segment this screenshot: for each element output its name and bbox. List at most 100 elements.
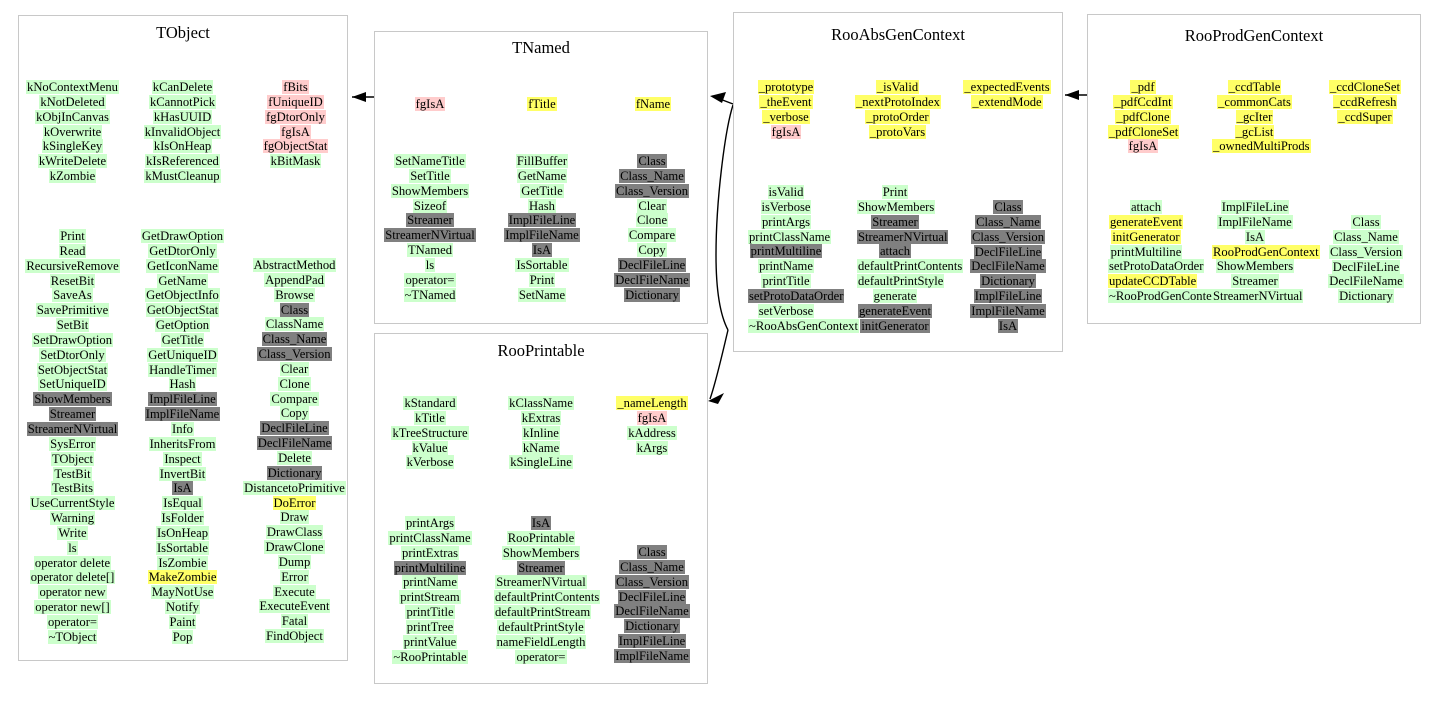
member-item[interactable]: printArgs bbox=[748, 214, 824, 230]
member-item[interactable]: Pop bbox=[130, 629, 235, 645]
member-item[interactable]: printClassName bbox=[748, 229, 832, 245]
member-item[interactable]: kArgs bbox=[606, 440, 698, 456]
member-item[interactable]: kHasUUID bbox=[130, 109, 235, 125]
member-item[interactable]: printClassName bbox=[383, 530, 477, 546]
member-item[interactable]: ImplFileLine bbox=[966, 289, 1050, 304]
member-item[interactable]: TObject bbox=[20, 451, 125, 467]
member-item[interactable]: kAddress bbox=[606, 425, 698, 441]
member-item[interactable]: generateEvent bbox=[1108, 214, 1184, 230]
member-item[interactable]: AbstractMethod bbox=[241, 258, 348, 273]
member-item[interactable]: MakeZombie bbox=[130, 570, 235, 585]
member-item[interactable]: operator delete bbox=[20, 555, 125, 571]
member-item[interactable]: printName bbox=[383, 575, 477, 590]
member-item[interactable]: _pdf bbox=[1108, 80, 1178, 95]
member-item[interactable]: DeclFileLine bbox=[241, 421, 348, 436]
member-item[interactable]: IsA bbox=[494, 516, 588, 531]
member-item[interactable]: setProtoDataOrder bbox=[1108, 259, 1205, 274]
member-item[interactable]: Print bbox=[20, 229, 125, 244]
member-item[interactable]: kIsOnHeap bbox=[130, 139, 235, 154]
member-item[interactable]: Hash bbox=[497, 198, 587, 214]
member-item[interactable]: kValue bbox=[383, 440, 477, 456]
member-item[interactable]: DeclFileLine bbox=[966, 244, 1050, 260]
member-item[interactable]: Browse bbox=[241, 287, 348, 303]
member-item[interactable]: kNotDeleted bbox=[20, 94, 125, 110]
member-item[interactable]: printTree bbox=[383, 619, 477, 635]
member-item[interactable]: RecursiveRemove bbox=[20, 258, 125, 274]
member-item[interactable]: IsA bbox=[497, 243, 587, 258]
member-item[interactable]: ImplFileName bbox=[606, 648, 698, 664]
member-item[interactable]: IsA bbox=[966, 318, 1050, 334]
member-item[interactable]: _gcIter bbox=[1212, 109, 1297, 125]
member-item[interactable]: Streamer bbox=[383, 213, 477, 228]
member-item[interactable]: GetOption bbox=[130, 318, 235, 333]
member-item[interactable]: SaveAs bbox=[20, 288, 125, 303]
member-item[interactable]: ResetBit bbox=[20, 273, 125, 289]
member-item[interactable]: Class bbox=[241, 302, 348, 318]
member-item[interactable]: kIsReferenced bbox=[130, 154, 235, 169]
member-item[interactable]: _theEvent bbox=[748, 94, 824, 110]
member-item[interactable]: kExtras bbox=[494, 410, 588, 426]
member-item[interactable]: Notify bbox=[130, 600, 235, 615]
member-item[interactable]: Dictionary bbox=[606, 619, 698, 634]
member-item[interactable]: operator= bbox=[383, 272, 477, 288]
member-item[interactable]: DeclFileName bbox=[1325, 274, 1407, 289]
member-item[interactable]: ShowMembers bbox=[1212, 259, 1298, 274]
member-item[interactable]: ImplFileLine bbox=[606, 634, 698, 649]
member-item[interactable]: GetObjectInfo bbox=[130, 288, 235, 303]
member-item[interactable]: fgObjectStat bbox=[243, 139, 348, 154]
member-item[interactable]: kInline bbox=[494, 425, 588, 441]
member-item[interactable]: updateCCDTable bbox=[1108, 274, 1198, 289]
member-item[interactable]: Class bbox=[1325, 215, 1407, 230]
member-item[interactable]: printValue bbox=[383, 634, 477, 650]
member-item[interactable]: SavePrimitive bbox=[20, 303, 125, 318]
member-item[interactable]: AppendPad bbox=[241, 272, 348, 288]
member-item[interactable]: IsOnHeap bbox=[130, 525, 235, 541]
member-item[interactable]: DeclFileName bbox=[606, 272, 698, 288]
member-item[interactable]: SetUniqueID bbox=[20, 377, 125, 392]
member-item[interactable]: IsA bbox=[130, 481, 235, 496]
member-item[interactable]: SetDtorOnly bbox=[20, 347, 125, 363]
member-item[interactable]: defaultPrintContents bbox=[494, 590, 601, 605]
member-item[interactable]: operator= bbox=[20, 614, 125, 630]
member-item[interactable]: DeclFileName bbox=[966, 259, 1050, 274]
member-item[interactable]: fgIsA bbox=[243, 124, 348, 140]
member-item[interactable]: Print bbox=[857, 185, 933, 200]
member-item[interactable]: fgIsA bbox=[748, 124, 824, 140]
member-item[interactable]: ~TNamed bbox=[383, 287, 477, 303]
member-item[interactable]: Streamer bbox=[494, 560, 588, 576]
member-item[interactable]: _pdfCloneSet bbox=[1108, 124, 1180, 140]
member-item[interactable]: SetBit bbox=[20, 318, 125, 333]
member-item[interactable]: ImplFileName bbox=[966, 303, 1050, 319]
member-item[interactable]: Class bbox=[966, 200, 1050, 215]
member-item[interactable]: IsZombie bbox=[130, 555, 235, 571]
member-item[interactable]: Info bbox=[130, 421, 235, 437]
member-item[interactable]: ShowMembers bbox=[20, 392, 125, 407]
member-item[interactable]: ~RooPrintable bbox=[383, 649, 477, 665]
member-item[interactable]: GetTitle bbox=[497, 183, 587, 199]
member-item[interactable]: generate bbox=[857, 288, 933, 304]
member-item[interactable]: defaultPrintStream bbox=[494, 605, 592, 620]
member-item[interactable]: setVerbose bbox=[748, 303, 824, 319]
member-item[interactable]: GetName bbox=[497, 168, 587, 184]
member-item[interactable]: Dictionary bbox=[1325, 289, 1407, 304]
member-item[interactable]: initGenerator bbox=[857, 318, 933, 334]
member-item[interactable]: operator= bbox=[494, 649, 588, 665]
member-item[interactable]: Class_Name bbox=[606, 168, 698, 184]
member-item[interactable]: DrawClone bbox=[241, 540, 348, 555]
member-item[interactable]: _protoVars bbox=[855, 124, 940, 140]
member-item[interactable]: Delete bbox=[241, 450, 348, 466]
member-item[interactable]: DoError bbox=[241, 495, 348, 511]
member-item[interactable]: Dump bbox=[241, 554, 348, 570]
member-item[interactable]: printArgs bbox=[383, 516, 477, 531]
member-item[interactable]: Class_Name bbox=[1325, 229, 1407, 245]
member-item[interactable]: Class_Version bbox=[241, 347, 348, 362]
member-item[interactable]: SetDrawOption bbox=[20, 332, 125, 348]
member-item[interactable]: ImplFileName bbox=[497, 228, 587, 243]
member-item[interactable]: TNamed bbox=[383, 243, 477, 258]
member-item[interactable]: fgDtorOnly bbox=[243, 109, 348, 125]
member-item[interactable]: setProtoDataOrder bbox=[748, 288, 845, 304]
member-item[interactable]: Dictionary bbox=[966, 274, 1050, 289]
member-item[interactable]: ls bbox=[383, 257, 477, 273]
member-item[interactable]: ~RooAbsGenContext bbox=[748, 318, 859, 334]
member-item[interactable]: ImplFileLine bbox=[497, 213, 587, 228]
